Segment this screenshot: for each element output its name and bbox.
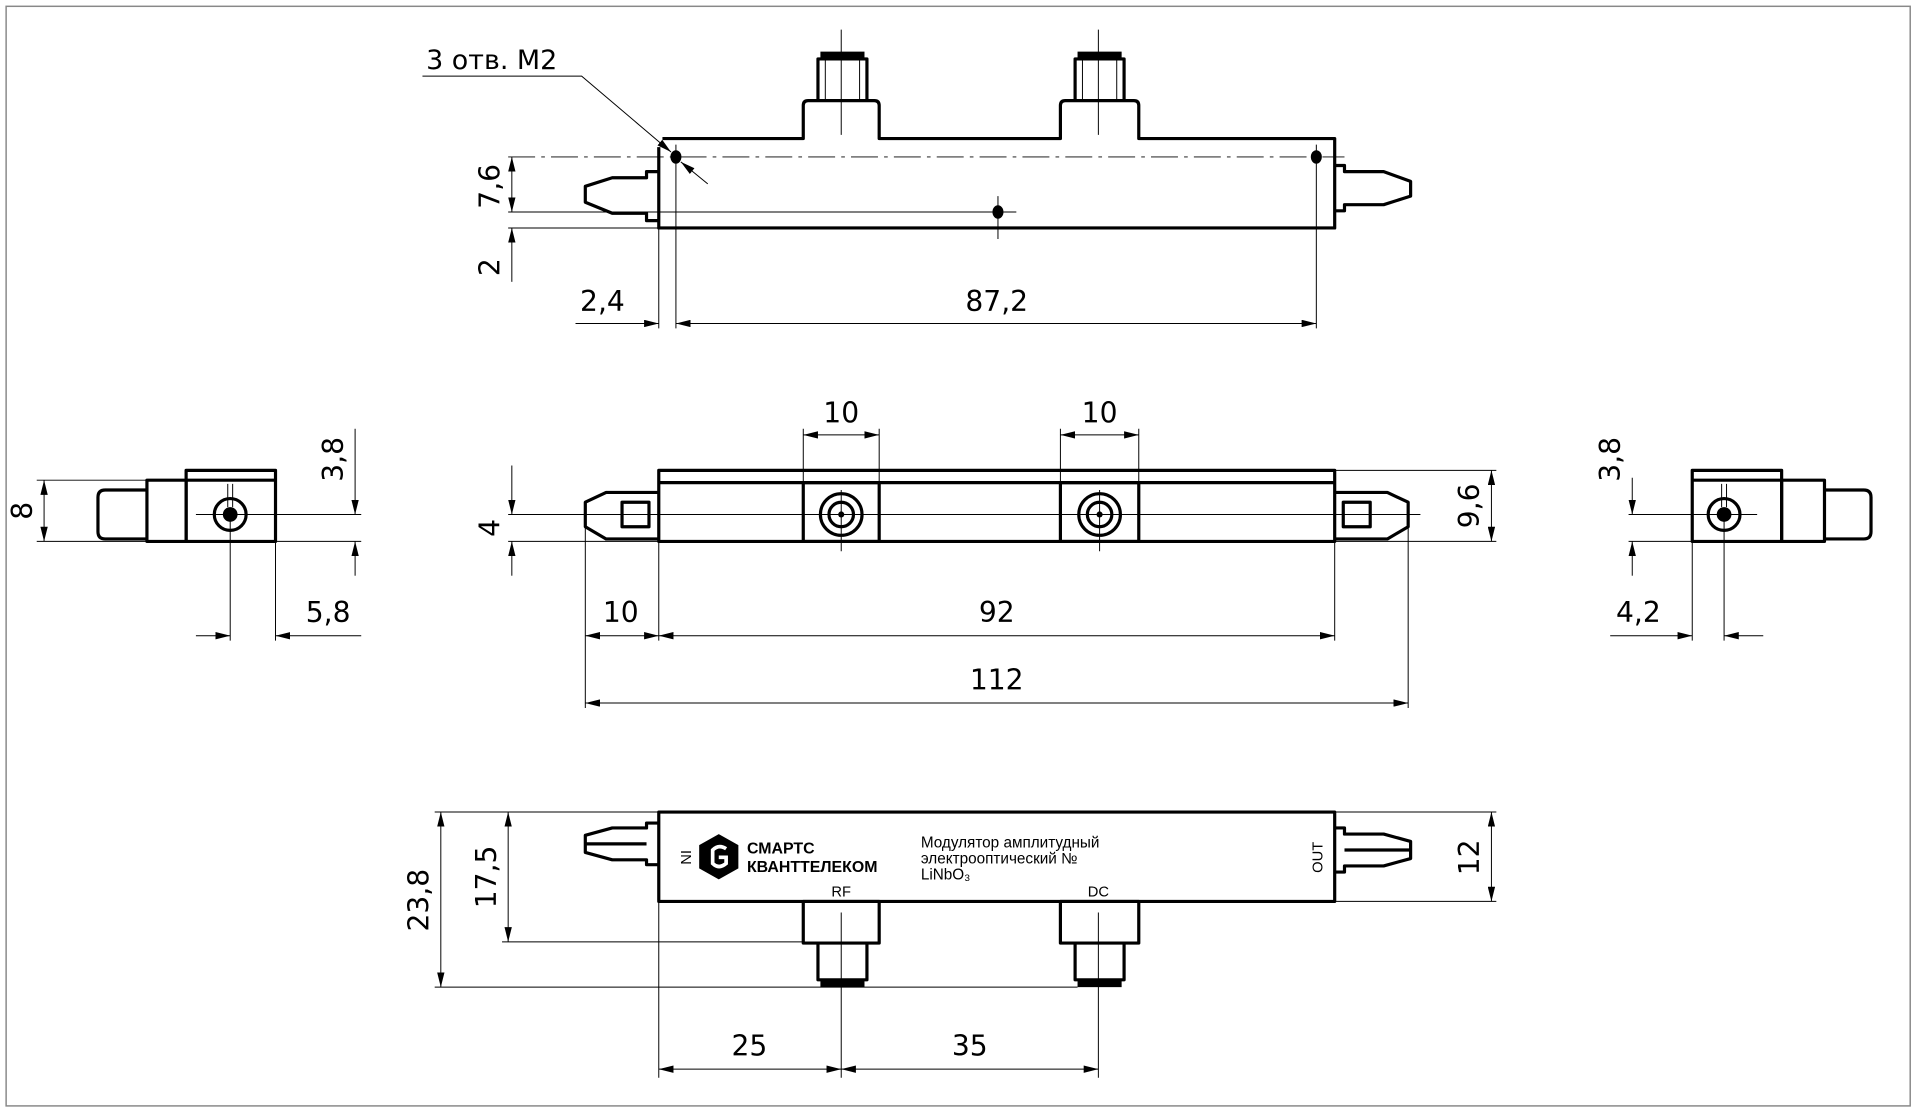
top-view: 3 отв. M2 7,6 2 2,4 87,2	[422, 29, 1413, 329]
dim-2-4: 2,4	[580, 285, 625, 318]
dim-5-8: 5,8	[306, 596, 351, 629]
dim-25: 25	[731, 1030, 767, 1063]
left-side-view: 8 3,8 5,8	[6, 428, 362, 641]
dim-87-2: 87,2	[965, 285, 1028, 318]
dim-4: 4	[474, 519, 507, 537]
dim-3-8-left: 3,8	[317, 437, 350, 482]
dim-4-2: 4,2	[1616, 596, 1661, 629]
brand-name-line1: СМАРТС	[747, 841, 815, 858]
dim-7-6: 7,6	[474, 164, 507, 209]
dim-23-8: 23,8	[403, 869, 436, 932]
port-dc-label: DC	[1088, 885, 1110, 901]
dim-2: 2	[474, 258, 507, 276]
drawing-frame	[5, 5, 1911, 1107]
holes-callout: 3 отв. M2	[426, 45, 557, 76]
port-rf-label: RF	[831, 885, 851, 901]
label-line3: LiNbO₃	[921, 866, 971, 883]
dim-dc-port-width: 10	[1082, 397, 1118, 430]
dim-3-8-right: 3,8	[1594, 437, 1627, 482]
dim-10: 10	[603, 596, 639, 629]
dim-8: 8	[6, 502, 39, 520]
port-in-label: IN	[677, 850, 693, 865]
right-side-view: 3,8 4,2	[1594, 437, 1873, 641]
brand-name-line2: КВАНТТЕЛЕКОМ	[747, 859, 878, 876]
dim-35: 35	[952, 1030, 988, 1063]
label-line1: Модулятор амплитудный	[921, 835, 1100, 852]
front-view: 10 10 4 9,6 10 92 112	[474, 397, 1497, 708]
dim-12: 12	[1453, 839, 1486, 875]
dim-17-5: 17,5	[470, 846, 503, 909]
dim-rf-port-width: 10	[823, 397, 859, 430]
brand-logo-icon	[699, 834, 739, 880]
bottom-view: СМАРТС КВАНТТЕЛЕКОМ Модулятор амплитудны…	[403, 810, 1497, 1078]
label-line2: электрооптический №	[921, 850, 1078, 867]
port-out-label: OUT	[1310, 842, 1326, 873]
dim-92: 92	[979, 596, 1015, 629]
dim-9-6: 9,6	[1453, 484, 1486, 529]
dim-112: 112	[970, 664, 1024, 697]
